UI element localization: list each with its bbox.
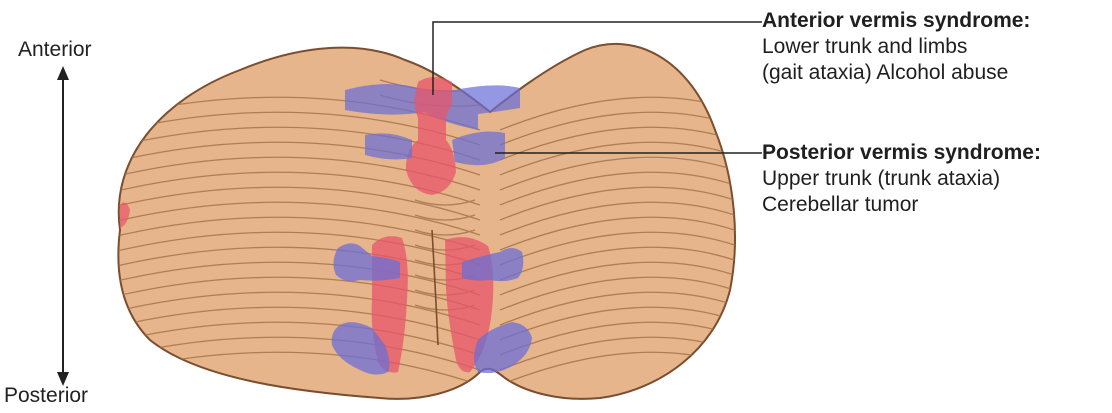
anterior-vermis-callout: Anterior vermis syndrome: Lower trunk an…: [762, 8, 1107, 86]
anterior-axis-label: Anterior: [18, 38, 92, 62]
anterior-callout-line2: (gait ataxia) Alcohol abuse: [762, 60, 1107, 86]
posterior-callout-title: Posterior vermis syndrome:: [762, 140, 1107, 166]
arrowhead-up-icon: [57, 66, 69, 80]
ap-axis-arrow: [57, 66, 69, 386]
posterior-vermis-callout: Posterior vermis syndrome: Upper trunk (…: [762, 140, 1107, 218]
posterior-callout-line1: Upper trunk (trunk ataxia): [762, 166, 1107, 192]
posterior-callout-line2: Cerebellar tumor: [762, 192, 1107, 218]
posterior-axis-label: Posterior: [4, 384, 88, 408]
anterior-callout-title: Anterior vermis syndrome:: [762, 8, 1107, 34]
anterior-callout-line1: Lower trunk and limbs: [762, 34, 1107, 60]
